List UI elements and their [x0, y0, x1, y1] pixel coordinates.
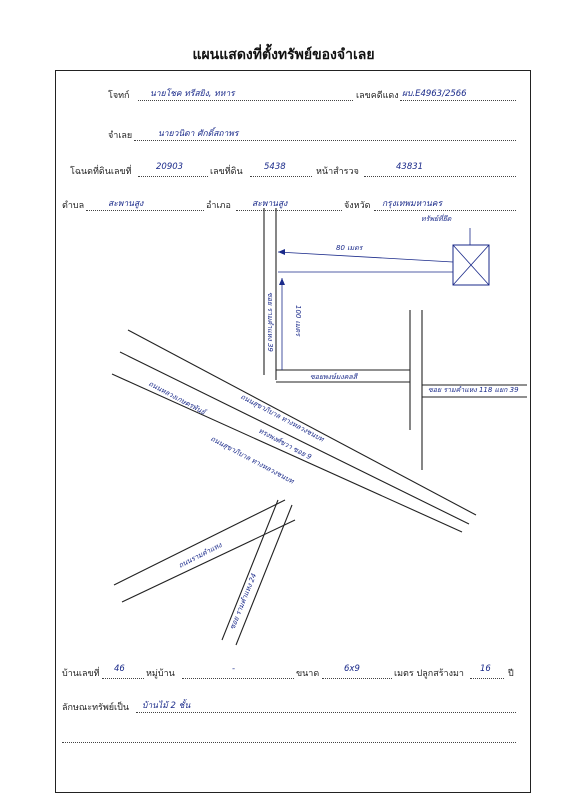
lower-left-road-top — [113, 499, 286, 586]
survey-page-value: 43831 — [396, 162, 424, 172]
main-road-lower-edge — [111, 373, 463, 533]
subdistrict-value: สะพานสูง — [108, 199, 144, 209]
soi-24-right-edge — [235, 504, 293, 646]
survey-page-line — [364, 176, 516, 177]
case-no-label: เลขคดีแดง — [356, 91, 399, 101]
main-road-upper-edge — [127, 329, 477, 516]
property-box — [452, 244, 490, 286]
arrow-head-left — [278, 249, 285, 255]
soi-118-label: ซอย รามคำแหง 118 แยก 39 — [428, 386, 519, 394]
distance-arrow-horizontal — [277, 251, 454, 263]
extra-line-1 — [62, 742, 516, 743]
size-label: ขนาด — [296, 669, 320, 679]
plaintiff-value: นายโชค ทรีสยิง, ทหาร — [150, 89, 235, 99]
deed-no-line — [138, 176, 208, 177]
main-road-center — [119, 351, 470, 525]
land-no-line — [250, 176, 312, 177]
deed-no-value: 20903 — [156, 162, 184, 172]
size-value: 6x9 — [344, 664, 360, 674]
plaintiff-line — [138, 100, 353, 101]
arrow-head-up — [279, 278, 285, 285]
defendant-label: จำเลย — [108, 131, 133, 141]
property-type-label: ลักษณะทรัพย์เป็น — [62, 703, 129, 713]
village-line — [182, 678, 294, 679]
size-line — [322, 678, 392, 679]
built-years-value: 16 — [480, 664, 491, 674]
property-type-line — [136, 712, 516, 713]
district-line — [236, 210, 342, 211]
property-type-value: บ้านไม้ 2 ชั้น — [142, 701, 191, 711]
plaintiff-label: โจทก์ — [108, 91, 130, 101]
defendant-value: นายวนิดา ศักดิ์สถาพร — [158, 129, 239, 139]
left-diag-road-label: ถนนหลวงเกษตรพันธ์ — [147, 379, 209, 418]
province-line — [374, 210, 516, 211]
property-cross-b — [452, 244, 490, 286]
built-years-unit: ปี — [508, 669, 514, 679]
size-unit-label: เมตร ปลูกสร้างมา — [394, 669, 464, 679]
property-label: ทรัพย์ที่ยึด — [421, 213, 452, 223]
form-frame — [55, 70, 531, 793]
page-title: แผนแสดงที่ตั้งทรัพย์ของจำเลย — [192, 47, 375, 63]
soi-39-label: ซอย รามคำแหง 39 — [266, 292, 274, 352]
village-label: หมู่บ้าน — [146, 669, 175, 679]
lower-left-road-label: ถนนรามคำแหง — [177, 541, 223, 570]
soi-24-left-edge — [221, 499, 279, 641]
case-no-line — [400, 100, 516, 101]
distance-vertical-label: 100 เมตร — [294, 305, 302, 337]
defendant-line — [134, 140, 516, 141]
subdistrict-line — [86, 210, 204, 211]
built-years-line — [470, 678, 504, 679]
province-label: จังหวัด — [344, 201, 371, 211]
house-no-value: 46 — [114, 664, 125, 674]
district-label: อำเภอ — [206, 201, 231, 211]
house-no-line — [102, 678, 144, 679]
land-no-value: 5438 — [264, 162, 286, 172]
main-road-upper-label: ถนนสุขาภิบาล ทางหลวงชนบท — [239, 393, 326, 444]
province-value: กรุงเทพมหานคร — [382, 199, 443, 209]
distance-horizontal-label: 80 เมตร — [336, 244, 364, 252]
survey-page-label: หน้าสำรวจ — [316, 167, 359, 177]
district-value: สะพานสูง — [252, 199, 288, 209]
case-no-value: ผบ.E4963/2566 — [402, 89, 467, 99]
soi-chaimongkol-label: ซอยพงษ์มงคลสี — [310, 372, 359, 381]
land-no-label: เลขที่ดิน — [210, 167, 243, 177]
deed-no-label: โฉนดที่ดินเลขที่ — [70, 167, 132, 177]
house-no-label: บ้านเลขที่ — [62, 669, 100, 679]
lower-left-road-bottom — [121, 519, 296, 603]
subdistrict-label: ตำบล — [62, 201, 85, 211]
village-value: - — [232, 664, 236, 674]
